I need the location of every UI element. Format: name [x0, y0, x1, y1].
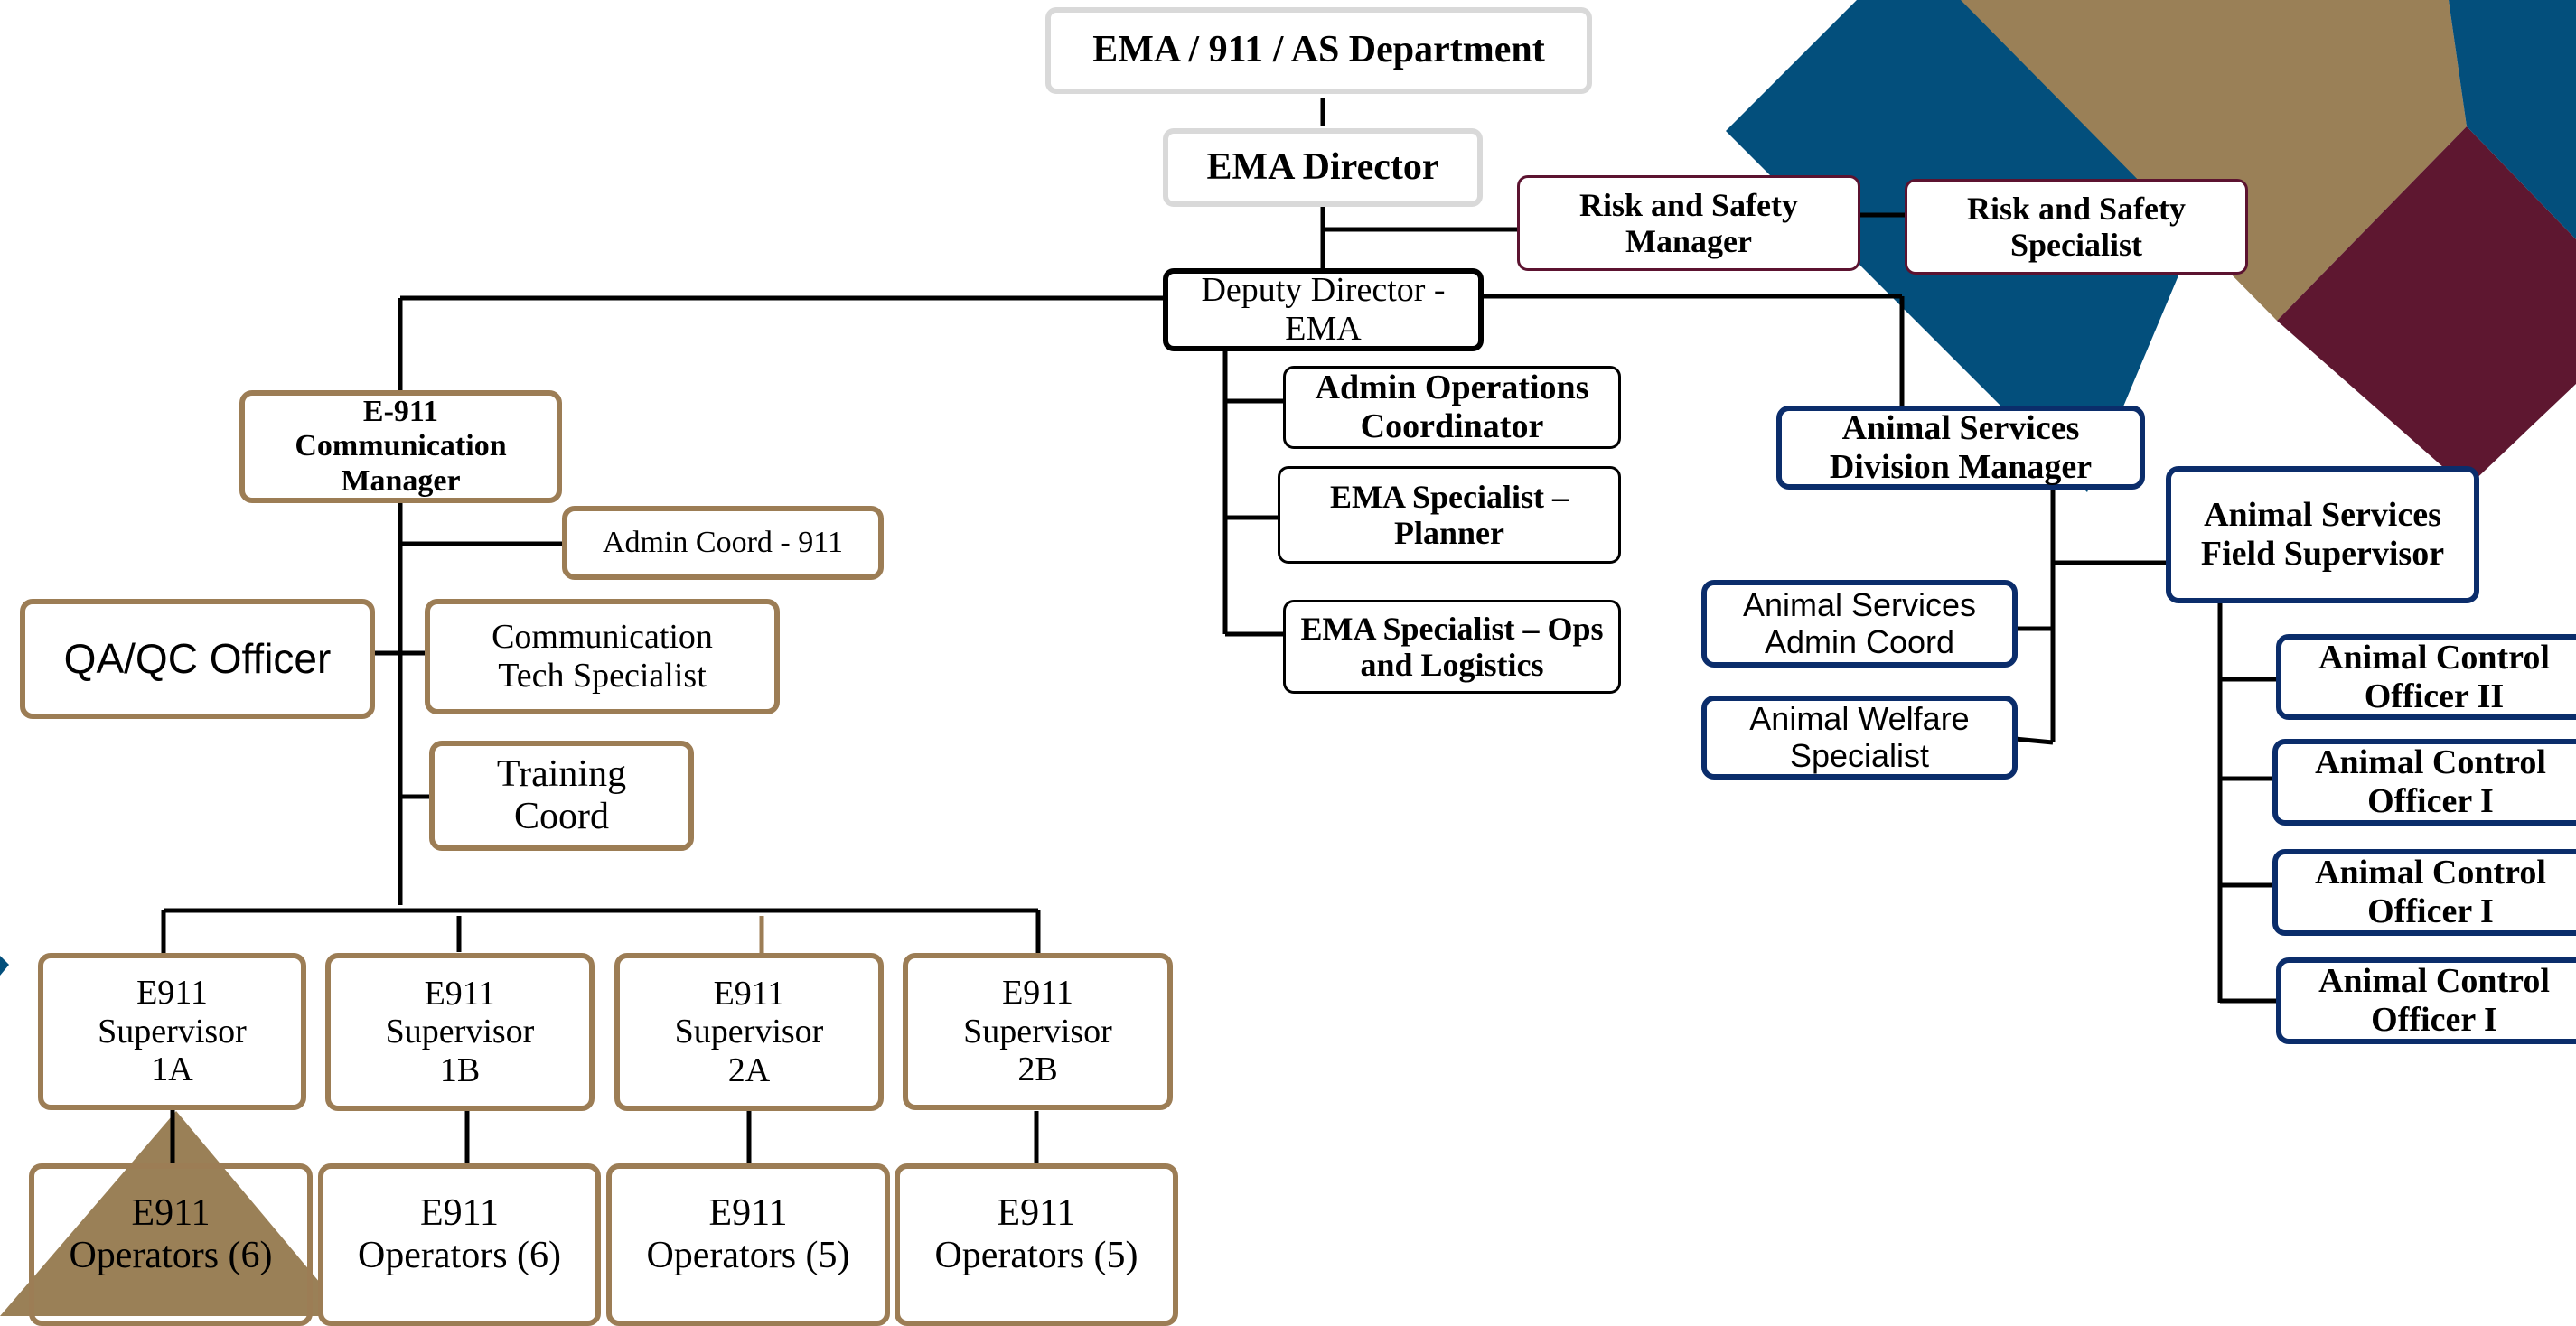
- animal-welfare-specialist-label: Animal Welfare Specialist: [1749, 700, 1970, 774]
- blue-corner-shape: [2449, 0, 2576, 239]
- animal-welfare-specialist-box: Animal Welfare Specialist: [1701, 696, 2018, 780]
- animal-control-officer-i-2-box: Animal Control Officer I: [2272, 849, 2576, 936]
- deputy-director-label: Deputy Director - EMA: [1201, 271, 1446, 348]
- ema-specialist-ops-box: EMA Specialist – Ops and Logistics: [1283, 600, 1621, 694]
- e911-operators-2a-box: E911 Operators (5): [606, 1163, 890, 1326]
- tan-diamond-shape: [1961, 0, 2467, 321]
- risk-safety-manager-label: Risk and Safety Manager: [1578, 186, 1799, 259]
- e911-operators-1a-label: E911 Operators (6): [69, 1192, 273, 1277]
- maroon-diamond-shape: [2277, 126, 2576, 488]
- admin-coord-911-box: Admin Coord - 911: [562, 506, 884, 580]
- ema-specialist-planner-label: EMA Specialist – Planner: [1329, 478, 1569, 551]
- e911-supervisor-2a-label: E911 Supervisor 2A: [674, 974, 824, 1089]
- risk-safety-specialist-label: Risk and Safety Specialist: [1966, 190, 2187, 263]
- animal-control-officer-i-3-box: Animal Control Officer I: [2276, 957, 2576, 1044]
- department-title-box: EMA / 911 / AS Department: [1045, 7, 1592, 94]
- animal-control-officer-ii-label: Animal Control Officer II: [2318, 638, 2550, 715]
- e911-supervisor-1b-box: E911 Supervisor 1B: [325, 953, 595, 1111]
- e911-operators-1b-box: E911 Operators (6): [318, 1163, 601, 1326]
- admin-operations-coordinator-box: Admin Operations Coordinator: [1283, 366, 1621, 449]
- animal-control-officer-i-2-label: Animal Control Officer I: [2315, 854, 2546, 930]
- e911-communication-manager-label: E-911 Communication Manager: [295, 395, 507, 498]
- e911-operators-2b-label: E911 Operators (5): [934, 1192, 1138, 1277]
- deputy-director-box: Deputy Director - EMA: [1163, 268, 1484, 351]
- qa-qc-officer-box: QA/QC Officer: [20, 599, 375, 719]
- e911-supervisor-1a-box: E911 Supervisor 1A: [38, 953, 306, 1110]
- ema-director-label: EMA Director: [1206, 145, 1439, 188]
- risk-safety-manager-box: Risk and Safety Manager: [1517, 175, 1860, 271]
- animal-services-division-manager-label: Animal Services Division Manager: [1829, 408, 2093, 486]
- tan-corner-triangle: [0, 1111, 348, 1316]
- e911-supervisor-2b-label: E911 Supervisor 2B: [963, 974, 1112, 1089]
- animal-services-field-supervisor-label: Animal Services Field Supervisor: [2200, 496, 2445, 573]
- training-coord-label: Training Coord: [496, 752, 627, 837]
- ema-director-box: EMA Director: [1163, 128, 1483, 207]
- animal-services-division-manager-box: Animal Services Division Manager: [1776, 406, 2145, 490]
- training-coord-box: Training Coord: [429, 741, 694, 851]
- risk-safety-specialist-box: Risk and Safety Specialist: [1905, 179, 2248, 275]
- e911-operators-2a-label: E911 Operators (5): [646, 1192, 850, 1277]
- ema-specialist-ops-label: EMA Specialist – Ops and Logistics: [1300, 610, 1604, 683]
- communication-tech-specialist-box: Communication Tech Specialist: [425, 599, 780, 714]
- e911-supervisor-1b-label: E911 Supervisor 1B: [385, 974, 535, 1089]
- communication-tech-specialist-label: Communication Tech Specialist: [492, 618, 713, 695]
- admin-coord-911-label: Admin Coord - 911: [602, 525, 843, 559]
- animal-control-officer-i-3-label: Animal Control Officer I: [2318, 962, 2550, 1039]
- qa-qc-officer-label: QA/QC Officer: [63, 634, 332, 682]
- animal-control-officer-ii-box: Animal Control Officer II: [2276, 634, 2576, 720]
- animal-control-officer-i-1-label: Animal Control Officer I: [2315, 743, 2546, 820]
- animal-services-admin-coord-label: Animal Services Admin Coord: [1742, 586, 1977, 660]
- department-title: EMA / 911 / AS Department: [1092, 29, 1545, 71]
- ema-specialist-planner-box: EMA Specialist – Planner: [1278, 466, 1621, 564]
- blue-edge-arrow: [0, 956, 9, 976]
- e911-operators-2b-box: E911 Operators (5): [895, 1163, 1178, 1326]
- e911-communication-manager-box: E-911 Communication Manager: [239, 390, 562, 503]
- e911-operators-1b-label: E911 Operators (6): [357, 1192, 562, 1277]
- animal-services-field-supervisor-box: Animal Services Field Supervisor: [2166, 466, 2479, 603]
- admin-operations-coordinator-label: Admin Operations Coordinator: [1315, 369, 1589, 445]
- e911-supervisor-2a-box: E911 Supervisor 2A: [614, 953, 884, 1111]
- e911-supervisor-2b-box: E911 Supervisor 2B: [903, 953, 1173, 1110]
- e911-supervisor-1a-label: E911 Supervisor 1A: [98, 974, 247, 1089]
- animal-services-admin-coord-box: Animal Services Admin Coord: [1701, 580, 2018, 668]
- e911-operators-1a-box: E911 Operators (6): [29, 1163, 313, 1326]
- animal-control-officer-i-1-box: Animal Control Officer I: [2272, 739, 2576, 826]
